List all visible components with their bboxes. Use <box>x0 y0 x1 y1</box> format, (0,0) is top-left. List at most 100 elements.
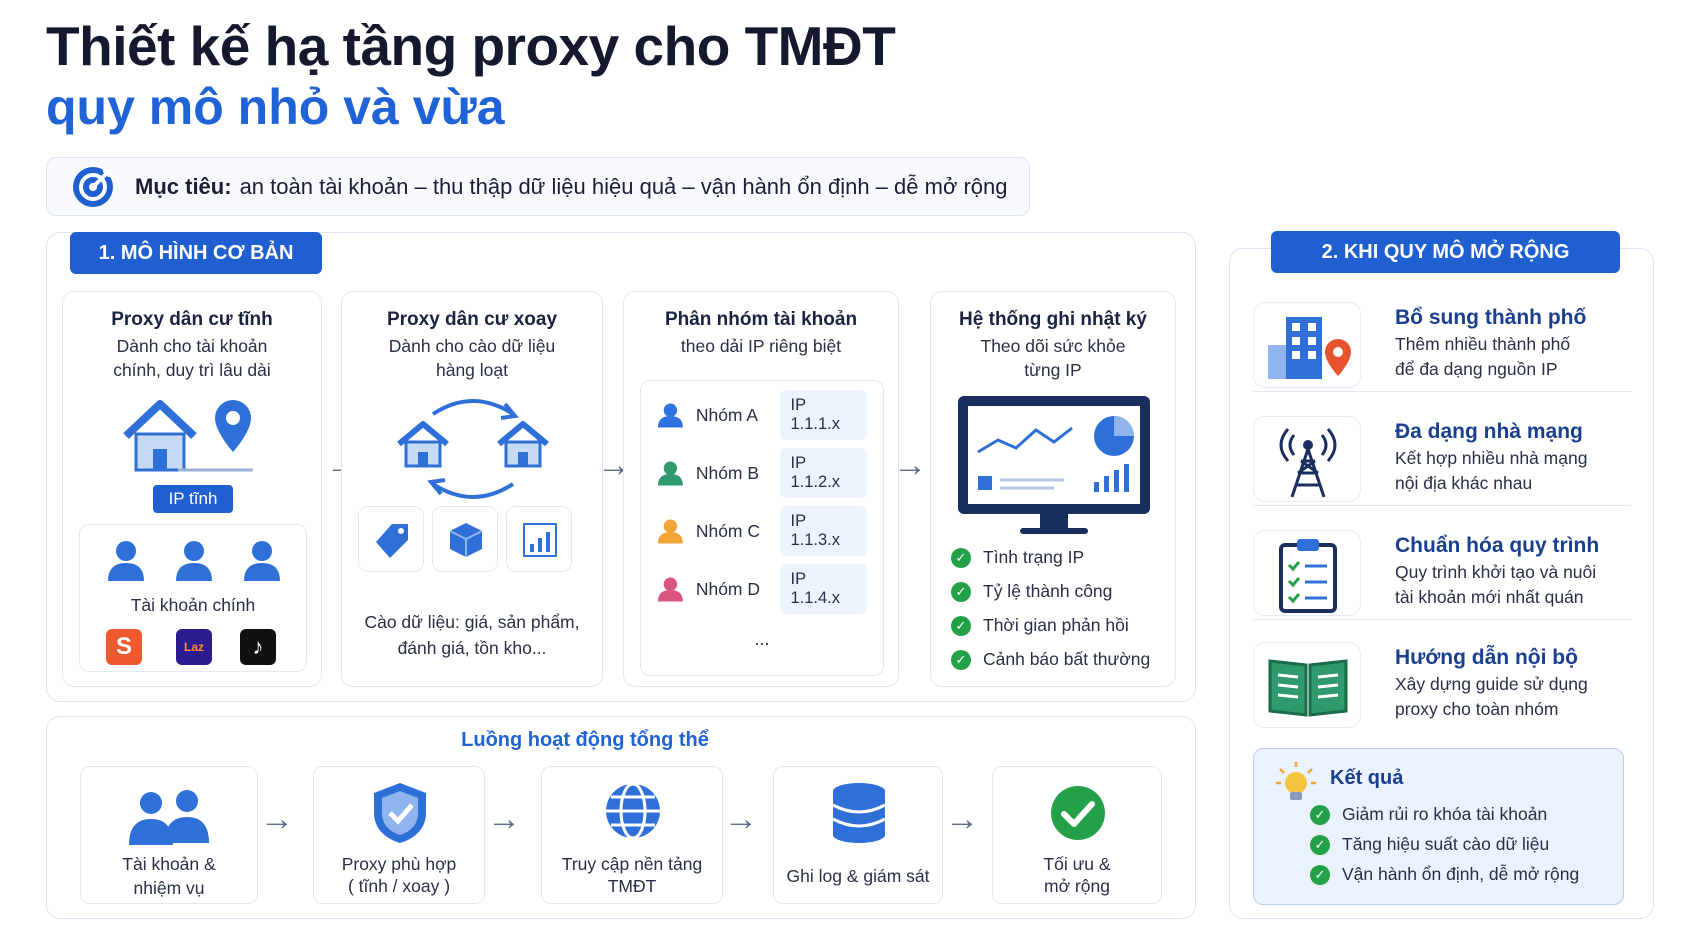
check-item: ✓Tỷ lệ thành công <box>951 581 1112 602</box>
arrow-right-icon: → <box>724 800 758 838</box>
goal-text: an toàn tài khoản – thu thập dữ liệu hiệ… <box>239 173 1008 199</box>
flow-step-proxy: Proxy phù hợp ( tĩnh / xoay ) <box>313 766 485 904</box>
flow-step-logging: Ghi log & giám sát <box>773 766 943 904</box>
item-title: Đa dạng nhà mạng <box>1395 420 1583 443</box>
page-subtitle: quy mô nhỏ và vừa <box>46 79 505 135</box>
book-icon <box>1268 659 1348 717</box>
rotating-proxy-card: Proxy dân cư xoay Dành cho cào dữ liệu h… <box>341 291 603 687</box>
card-title: Proxy dân cư tĩnh <box>111 309 273 330</box>
check-item: ✓Cảnh báo bất thường <box>951 649 1150 670</box>
clipboard-icon <box>1279 539 1337 613</box>
shield-icon <box>374 783 426 843</box>
static-ip-tag: IP tĩnh <box>153 485 233 513</box>
item-title: Bổ sung thành phố <box>1395 306 1587 329</box>
item-title: Chuẩn hóa quy trình <box>1395 534 1600 557</box>
user-icon <box>657 461 683 486</box>
section2-label: 2. KHI QUY MÔ MỞ RỘNG <box>1271 231 1620 273</box>
check-item: ✓Tình trạng IP <box>951 547 1084 568</box>
globe-icon <box>606 782 660 840</box>
check-icon: ✓ <box>1310 864 1330 885</box>
flow-step-platform: Truy cập nền tảng TMĐT <box>541 766 723 904</box>
item-title: Hướng dẫn nội bộ <box>1395 646 1578 669</box>
shopee-icon: S <box>106 629 142 665</box>
arrow-right-icon: → <box>260 800 294 838</box>
home-location-icon <box>123 400 253 472</box>
tag-icon-box <box>358 506 424 572</box>
tower-icon <box>1279 428 1337 498</box>
target-icon <box>73 166 113 207</box>
user-icon <box>657 577 683 602</box>
scale-item-process: Chuẩn hóa quy trình Quy trình khởi tạo v… <box>1253 522 1631 620</box>
check-icon: ✓ <box>951 547 971 568</box>
chart-icon-box <box>506 506 572 572</box>
card-desc-line2: chính, duy trì lâu dài <box>113 360 271 380</box>
city-icon <box>1268 317 1351 379</box>
goal-label: Mục tiêu: <box>135 173 232 199</box>
lazada-icon: Laz <box>176 629 212 665</box>
user-icon <box>657 403 683 428</box>
check-icon: ✓ <box>951 649 971 670</box>
check-circle-icon <box>1051 786 1105 840</box>
logging-system-card: Hệ thống ghi nhật ký Theo dõi sức khỏe t… <box>930 291 1176 687</box>
result-item: ✓Giảm rủi ro khóa tài khoản <box>1310 804 1547 825</box>
tiktok-icon: ♪ <box>240 629 276 665</box>
card-desc-line2: hàng loạt <box>435 360 508 380</box>
users-icon <box>129 790 209 845</box>
card-desc-line1: Dành cho tài khoản <box>116 336 268 356</box>
check-icon: ✓ <box>1310 834 1330 855</box>
section1-label: 1. MÔ HÌNH CƠ BẢN <box>70 232 322 274</box>
price-tag-icon <box>376 524 408 558</box>
ip-range: IP 1.1.2.x <box>780 448 867 498</box>
account-groups-card: Phân nhóm tài khoản theo dải IP riêng bi… <box>623 291 899 687</box>
group-row: Nhóm C IP 1.1.3.x <box>657 506 867 556</box>
page-title: Thiết kế hạ tầng proxy cho TMĐT <box>46 15 896 77</box>
goal-bar: Mục tiêu: an toàn tài khoản – thu thập dữ… <box>46 157 1030 216</box>
group-row: Nhóm A IP 1.1.1.x <box>657 390 867 440</box>
lightbulb-icon <box>1276 762 1316 800</box>
monitor-dashboard-icon <box>958 396 1150 534</box>
card-title: Phân nhóm tài khoản <box>664 309 858 330</box>
check-icon: ✓ <box>951 615 971 636</box>
arrow-right-icon: → <box>487 800 521 838</box>
flow-step-accounts: Tài khoản & nhiệm vụ <box>80 766 258 904</box>
groups-list: Nhóm A IP 1.1.1.x Nhóm B IP 1.1.2.x Nhóm… <box>640 380 884 676</box>
card-desc-line2: từng IP <box>1024 360 1082 380</box>
ip-range: IP 1.1.3.x <box>780 506 867 556</box>
flow-title: Luồng hoạt động tổng thể <box>461 729 709 751</box>
main-accounts-box: Tài khoản chính S Laz ♪ <box>79 524 307 672</box>
arrow-right-icon: → <box>945 800 979 838</box>
card-desc-line1: Theo dõi sức khỏe <box>980 336 1126 356</box>
card-title: Proxy dân cư xoay <box>386 309 558 330</box>
group-row: Nhóm B IP 1.1.2.x <box>657 448 867 498</box>
user-icon <box>657 519 683 544</box>
result-item: ✓Vận hành ổn định, dễ mở rộng <box>1310 864 1579 885</box>
ip-range: IP 1.1.1.x <box>780 390 867 440</box>
card-desc-line1: Dành cho cào dữ liệu <box>388 336 556 356</box>
scraping-label-line2: đánh giá, tồn kho... <box>397 638 547 658</box>
main-accounts-label: Tài khoản chính <box>130 595 256 615</box>
result-title: Kết quả <box>1330 767 1404 789</box>
database-icon <box>832 783 886 843</box>
box-icon-box <box>432 506 498 572</box>
check-icon: ✓ <box>1310 804 1330 825</box>
check-item: ✓Thời gian phản hồi <box>951 615 1129 636</box>
result-item: ✓Tăng hiệu suất cào dữ liệu <box>1310 834 1549 855</box>
bar-chart-icon <box>523 523 557 557</box>
flow-step-optimize: Tối ưu & mở rộng <box>992 766 1162 904</box>
card-title: Hệ thống ghi nhật ký <box>959 309 1147 330</box>
scraping-label-line1: Cào dữ liệu: giá, sản phẩm, <box>364 612 580 632</box>
more-ellipsis: ... <box>754 629 770 649</box>
ip-range: IP 1.1.4.x <box>780 564 867 614</box>
package-icon <box>449 523 483 557</box>
arrow-right-icon: → <box>893 446 927 484</box>
static-proxy-card: Proxy dân cư tĩnh Dành cho tài khoản chí… <box>62 291 322 687</box>
result-box: Kết quả ✓Giảm rủi ro khóa tài khoản ✓Tăn… <box>1253 748 1624 905</box>
card-desc-line1: theo dải IP riêng biệt <box>680 336 842 356</box>
check-icon: ✓ <box>951 581 971 602</box>
